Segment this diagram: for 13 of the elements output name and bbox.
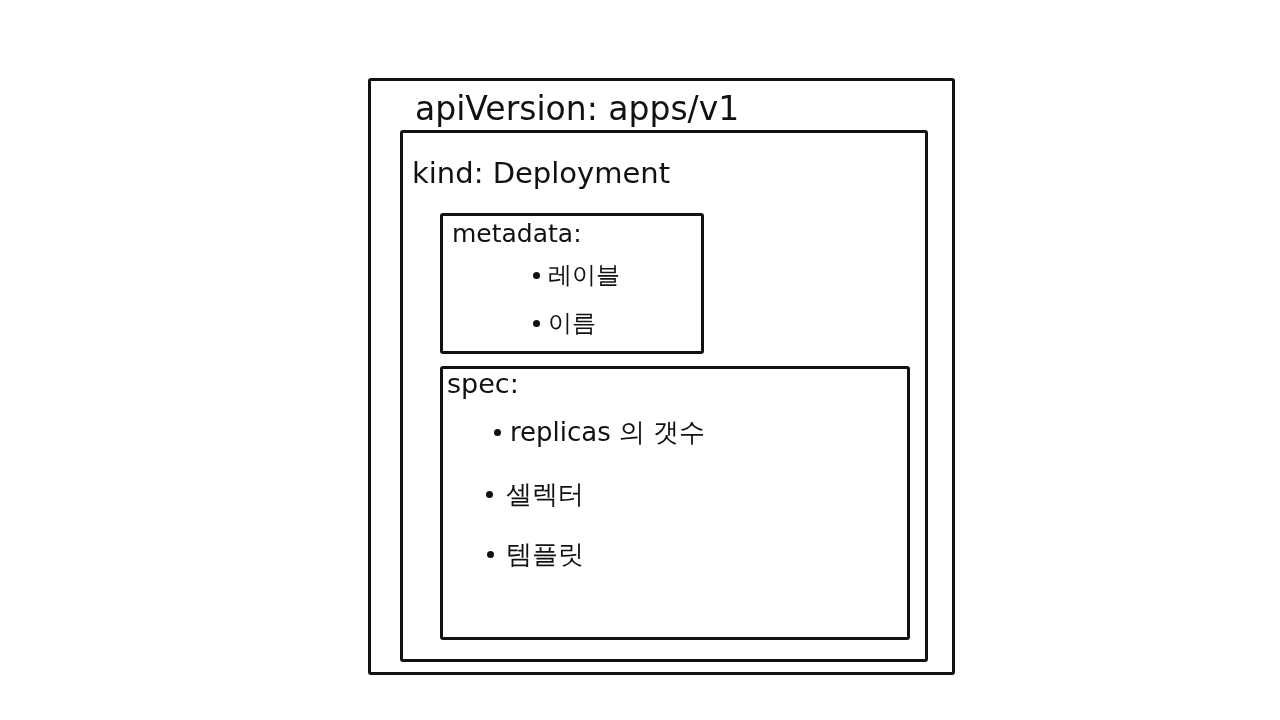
box-heading: apiVersion: apps/v1 xyxy=(415,90,740,128)
nested-box xyxy=(440,213,704,354)
nested-box xyxy=(368,78,955,675)
box-heading: kind: Deployment xyxy=(412,157,670,191)
list-item: replicas 의 갯수 xyxy=(510,418,706,448)
box-heading: metadata: xyxy=(452,220,582,249)
list-item: 템플릿 xyxy=(506,540,584,570)
nested-box xyxy=(440,366,910,640)
list-item: 이름 xyxy=(548,310,596,338)
list-item: 셀렉터 xyxy=(506,480,584,510)
nested-box xyxy=(400,130,928,662)
box-heading: spec: xyxy=(447,368,519,400)
list-item: 레이블 xyxy=(548,262,620,290)
